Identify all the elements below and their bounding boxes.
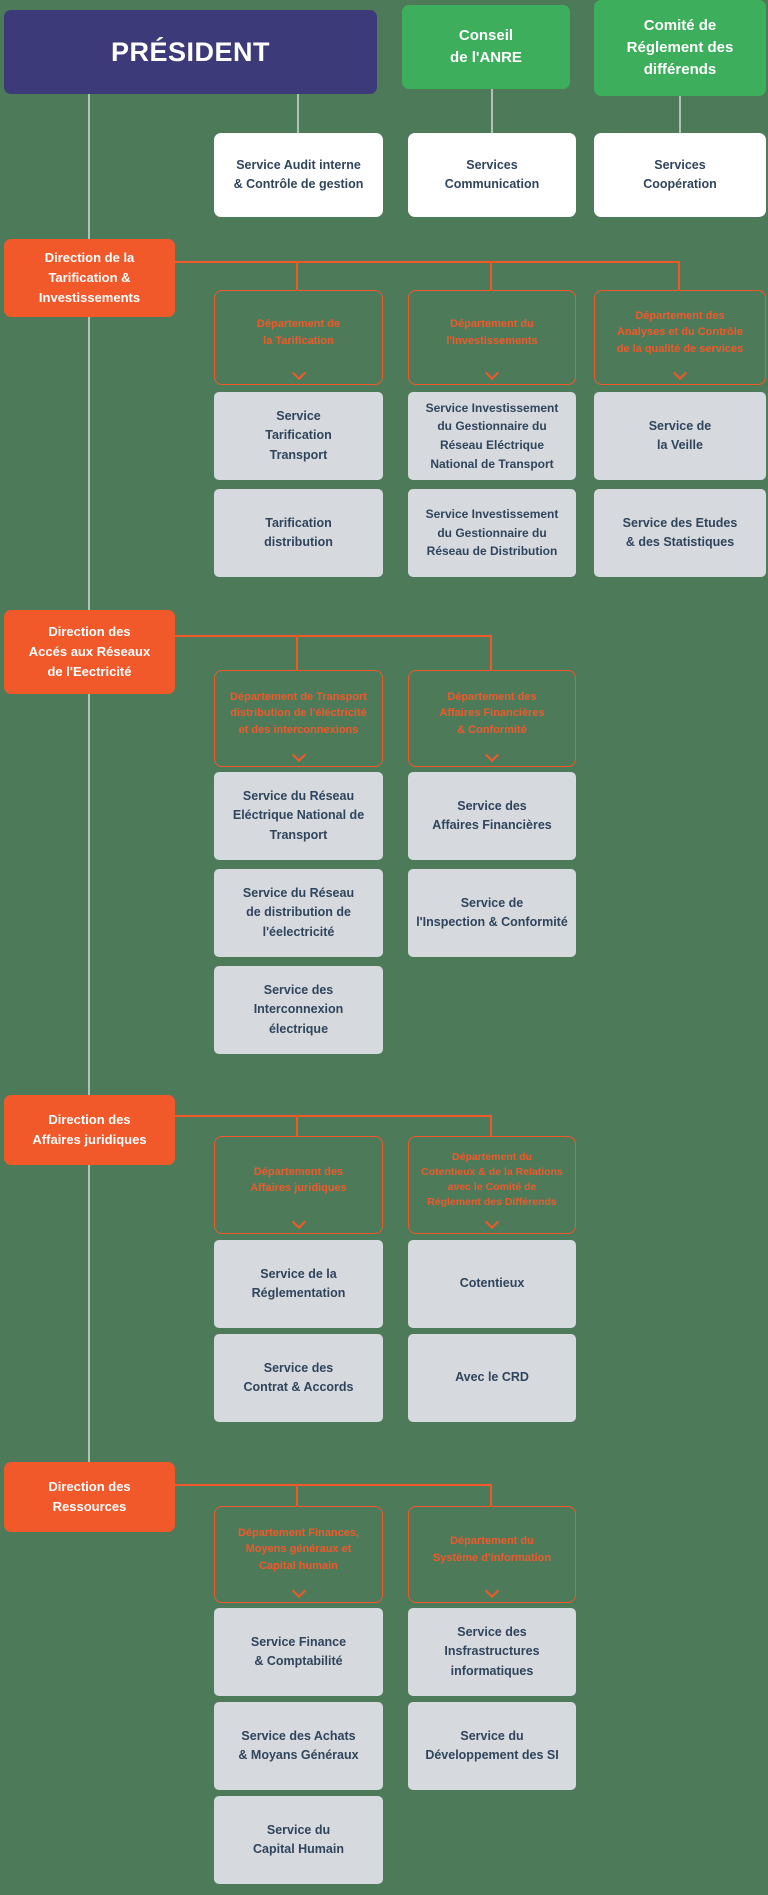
connector-line bbox=[297, 94, 299, 133]
connector-line bbox=[175, 1115, 491, 1117]
department-box: Département du Cotentieux & de la Relati… bbox=[408, 1136, 576, 1234]
service-box: Service du Réseau Eléctrique National de… bbox=[214, 772, 383, 860]
direction-tarification-box: Direction de la Tarification & Investiss… bbox=[4, 239, 175, 317]
service-box: Service Investissement du Gestionnaire d… bbox=[408, 392, 576, 480]
department-label: Département de la Tarification bbox=[256, 318, 341, 347]
service-box: Service du Développement des SI bbox=[408, 1702, 576, 1790]
chevron-down-icon bbox=[291, 1214, 306, 1230]
chevron-down-icon bbox=[672, 365, 688, 381]
chevron-down-icon bbox=[484, 1214, 500, 1230]
service-box: Service de la Veille bbox=[594, 392, 766, 480]
connector-line bbox=[678, 261, 680, 291]
connector-line bbox=[490, 635, 492, 671]
department-box: Département de Transport distribution de… bbox=[214, 670, 383, 767]
service-communication-box: Services Communication bbox=[408, 133, 576, 217]
department-label: Département Finances, Moyens généraux et… bbox=[237, 1526, 360, 1572]
connector-line bbox=[490, 1484, 492, 1507]
connector-line bbox=[296, 635, 298, 671]
department-box: Département du Système d'information bbox=[408, 1506, 576, 1603]
service-box: Cotentieux bbox=[408, 1240, 576, 1328]
department-box: Département des Analyses et du Contrôle … bbox=[594, 290, 766, 385]
department-box: Département des Affaires juridiques bbox=[214, 1136, 383, 1234]
service-box: Service des Insfrastructures informatiqu… bbox=[408, 1608, 576, 1696]
service-box: Service des Interconnexion électrique bbox=[214, 966, 383, 1054]
chevron-down-icon bbox=[291, 1583, 306, 1599]
department-label: Département des Affaires Financières & C… bbox=[439, 690, 545, 736]
service-box: Service Finance & Comptabilité bbox=[214, 1608, 383, 1696]
department-label: Département du Cotentieux & de la Relati… bbox=[421, 1150, 563, 1209]
connector-line bbox=[491, 89, 493, 133]
department-label: Département de Transport distribution de… bbox=[230, 690, 367, 736]
department-label: Département du l'Investissements bbox=[446, 318, 538, 347]
president-box: PRÉSIDENT bbox=[4, 10, 377, 94]
service-box: Service des Contrat & Accords bbox=[214, 1334, 383, 1422]
service-box: Service du Capital Humain bbox=[214, 1796, 383, 1884]
department-label: Département des Affaires juridiques bbox=[250, 1165, 347, 1195]
service-box: Service des Achats & Moyans Généraux bbox=[214, 1702, 383, 1790]
connector-line bbox=[679, 96, 681, 133]
connector-line bbox=[175, 635, 491, 637]
chevron-down-icon bbox=[484, 365, 500, 381]
service-box: Tarification distribution bbox=[214, 489, 383, 577]
conseil-anre-box: Conseil de l'ANRE bbox=[402, 5, 570, 89]
chevron-down-icon bbox=[291, 365, 306, 381]
service-box: Service du Réseau de distribution de l'é… bbox=[214, 869, 383, 957]
department-label: Département des Analyses et du Contrôle … bbox=[616, 309, 744, 355]
comite-differends-box: Comité de Réglement des différends bbox=[594, 0, 766, 96]
chevron-down-icon bbox=[484, 747, 500, 763]
direction-juridique-box: Direction des Affaires juridiques bbox=[4, 1095, 175, 1165]
connector-line bbox=[490, 261, 492, 291]
service-box: Service des Etudes & des Statistiques bbox=[594, 489, 766, 577]
department-box: Département de la Tarification bbox=[214, 290, 383, 385]
direction-reseaux-box: Direction des Accés aux Réseaux de l'Eec… bbox=[4, 610, 175, 694]
connector-line bbox=[296, 1484, 298, 1507]
service-cooperation-box: Services Coopération bbox=[594, 133, 766, 217]
connector-line bbox=[490, 1115, 492, 1137]
connector-line bbox=[175, 1484, 491, 1486]
service-box: Service de la Réglementation bbox=[214, 1240, 383, 1328]
service-box: Avec le CRD bbox=[408, 1334, 576, 1422]
connector-line bbox=[175, 261, 680, 263]
department-box: Département des Affaires Financières & C… bbox=[408, 670, 576, 767]
service-box: Service Investissement du Gestionnaire d… bbox=[408, 489, 576, 577]
president-trunk-line bbox=[88, 94, 90, 1462]
service-audit-box: Service Audit interne & Contrôle de gest… bbox=[214, 133, 383, 217]
connector-line bbox=[296, 261, 298, 291]
department-box: Département du l'Investissements bbox=[408, 290, 576, 385]
service-box: Service Tarification Transport bbox=[214, 392, 383, 480]
direction-ressources-box: Direction des Ressources bbox=[4, 1462, 175, 1532]
chevron-down-icon bbox=[291, 747, 306, 763]
chevron-down-icon bbox=[484, 1583, 500, 1599]
department-label: Département du Système d'information bbox=[432, 1535, 552, 1564]
service-box: Service des Affaires Financières bbox=[408, 772, 576, 860]
connector-line bbox=[296, 1115, 298, 1137]
service-box: Service de l'Inspection & Conformité bbox=[408, 869, 576, 957]
department-box: Département Finances, Moyens généraux et… bbox=[214, 1506, 383, 1603]
